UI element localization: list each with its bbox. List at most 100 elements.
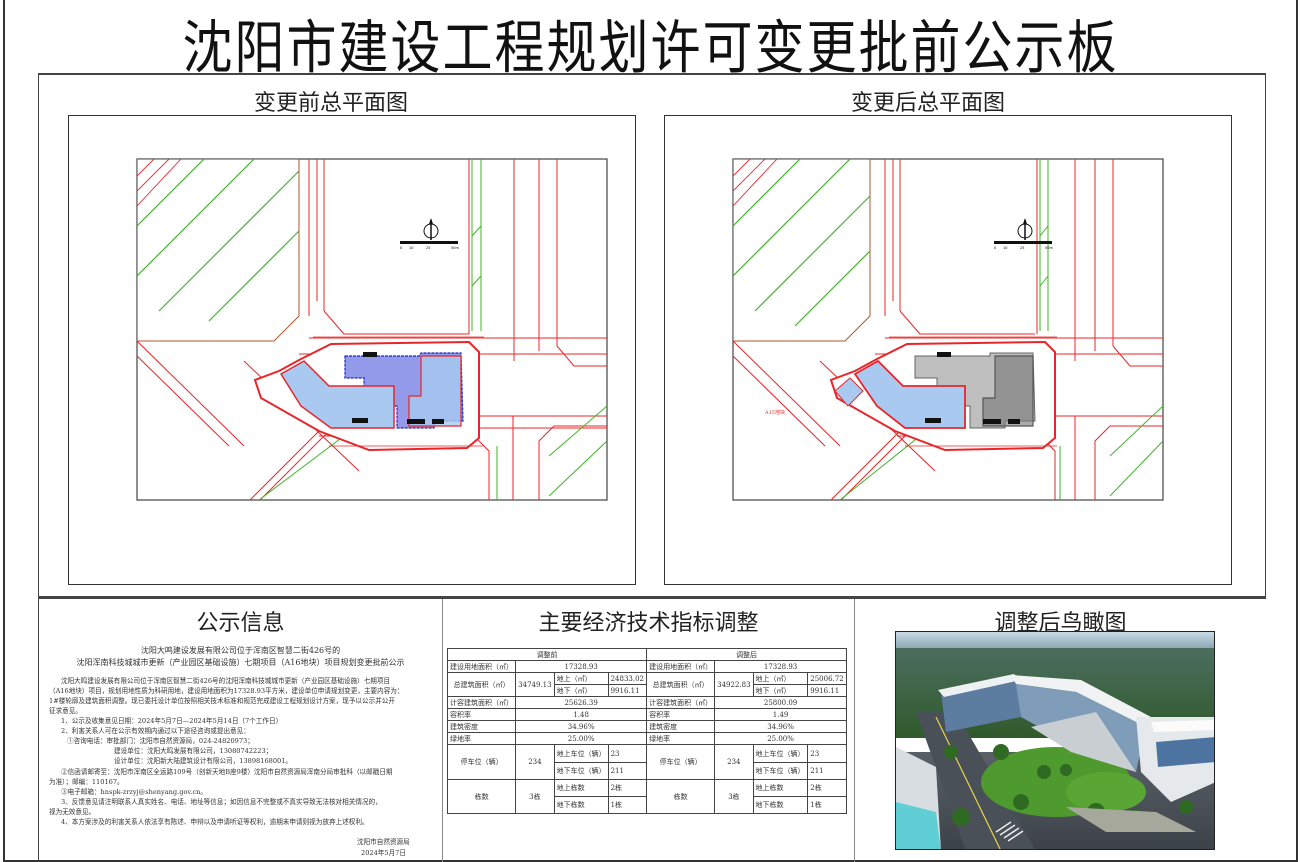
buildings-above-label: 地上栋数 [752,779,809,797]
parking-after: 234 [714,744,754,780]
parking-above-before: 23 [607,744,648,763]
before-site-plan: 0 10 25 50m [68,115,636,585]
table-row: 地下（㎡） 9916.11 地下（㎡） 9916.11 [448,684,847,697]
notice-line: 2、利害关系人可在公示有效期内通过以下途径咨询或提出意见： [61,727,250,735]
buildings-label: 栋数 [646,779,716,814]
svg-text:25: 25 [426,246,430,250]
table-row: 绿地率 25.00% 绿地率 25.00% [446,732,847,745]
total-area-before: 34749.13 [515,672,555,697]
far-area-before: 25626.39 [515,696,648,709]
land-area-label: 建设用地面积（㎡） [646,660,716,673]
notice-title: 公示信息 [196,611,285,636]
table-row: 地下车位（辆） 211 地下车位（辆） 211 [448,762,847,780]
scale-bar: 0 10 25 50m [994,241,1053,250]
density-after: 34.96% [714,720,847,733]
parking-below-label: 地下车位（辆） [553,762,609,780]
parking-above-after: 23 [807,744,847,763]
notice-line: ①咨询电话：审批部门：沈阳市自然资源局，024-24820973； [67,737,254,745]
above-ground-label: 地上（㎡） [553,672,609,685]
total-area-after: 34922.83 [714,672,754,697]
parking-before: 234 [515,744,555,780]
public-notice-panel: 公示信息 沈阳大鸣建设发展有限公司位于浑南区智慧二街426号的 沈阳浑南科技城城… [38,599,443,862]
before-header: 调整前 [446,648,648,661]
svg-text:10: 10 [409,246,413,250]
north-arrow-icon [423,218,439,240]
north-arrow-icon [1017,218,1033,240]
above-ground-after: 25006.72 [807,672,847,685]
bottom-section: 公示信息 沈阳大鸣建设发展有限公司位于浑南区智慧二街426号的 沈阳浑南科技城城… [38,597,1266,862]
board-title: 沈阳市建设工程规划许可变更批前公示板 [182,14,1119,82]
below-ground-label: 地下（㎡） [752,684,809,697]
buildings-after: 3栋 [714,779,754,814]
notice-line: 建设单位：沈阳大鸣发展有限公司，13080742223； [114,747,273,755]
land-area-after: 17328.93 [714,660,847,673]
far-label: 容积率 [646,708,716,721]
after-plan-title: 变更后总平面图 [851,91,1006,116]
svg-text:50m: 50m [1045,246,1053,250]
green-ratio-after: 25.00% [714,732,847,745]
notice-line: （A16地块）项目，规划用地性质为科研用地，建设用地面积为17328.93平方米… [49,687,404,695]
signature-org: 沈阳市自然资源局 [357,838,410,846]
notice-line: 4、本方案涉及的利害关系人依法享有陈述、申辩以及申请听证等权利，逾期未申请则视为… [61,818,369,826]
signature-date: 2024年5月7日 [361,849,406,857]
table-row: 总建筑面积（㎡） 34749.13 地上（㎡） 24833.02 总建筑面积（㎡… [446,672,847,697]
table-row: 建设用地面积（㎡） 17328.93 建设用地面积（㎡） 17328.93 [446,660,847,673]
notice-email: ③电子邮箱：hnspk-zrzyj@shenyang.gov.cn。 [61,788,207,796]
buildings-label: 栋数 [446,779,517,814]
notice-subtitle-1: 沈阳大鸣建设发展有限公司位于浑南区智慧二街426号的 [140,646,341,655]
land-area-label: 建设用地面积（㎡） [446,660,517,673]
table-header-row: 调整前 调整后 [446,648,847,661]
parking-below-label: 地下车位（辆） [752,762,809,780]
scale-bar: 0 10 25 50m [400,241,459,250]
density-label: 建筑密度 [446,720,517,733]
notice-line: 1、公示及收集意见日期：2024年5月7日—2024年5月14日（7个工作日） [61,717,283,725]
far-area-label: 计容建筑面积（㎡） [646,696,716,709]
notice-line: 征求意见。 [49,707,82,715]
total-area-label: 总建筑面积（㎡） [646,672,716,697]
svg-text:0: 0 [994,246,996,250]
svg-text:50m: 50m [451,246,459,250]
table-row: 停车位（辆） 234 地上车位（辆） 23 停车位（辆） 234 地上车位（辆）… [446,744,847,780]
notice-subtitle-2: 沈阳浑南科技城城市更新（产业园区基础设施）七期项目（A16地块）项目规划变更批前… [76,658,405,667]
green-ratio-before: 25.00% [515,732,648,745]
parking-label: 停车位（辆） [446,744,517,780]
after-header: 调整后 [646,648,847,661]
svg-text:10: 10 [1003,246,1007,250]
far-label: 容积率 [446,708,517,721]
parking-above-label: 地上车位（辆） [553,744,609,763]
green-ratio-label: 绿地率 [446,732,517,745]
table-row: 地下栋数 1栋 地下栋数 1栋 [448,796,847,814]
buildings-below-label: 地下栋数 [752,796,809,814]
buildings-above-before: 2栋 [607,779,648,797]
aerial-view-panel: 调整后鸟瞰图 [855,599,1266,862]
buildings-below-after: 1栋 [807,796,847,814]
table-row: 容积率 1.48 容积率 1.49 [446,708,847,721]
svg-text:0: 0 [400,246,402,250]
parking-above-label: 地上车位（辆） [752,744,809,763]
before-plan-title: 变更前总平面图 [254,91,409,116]
svg-text:25: 25 [1020,246,1024,250]
after-site-plan: A15地块 0 10 25 50m [664,115,1232,585]
site-plans-section: 变更前总平面图 [38,73,1266,597]
plot-label: A15地块 [764,409,785,416]
table-row: 计容建筑面积（㎡） 25626.39 计容建筑面积（㎡） 25800.09 [446,696,847,709]
tech-indicators-panel: 主要经济技术指标调整 调整前 调整后 建设用地面积（㎡） 17328.93 建设… [443,599,855,862]
before-site-plan-drawing: 0 10 25 50m [136,158,608,501]
notice-line: 沈阳大鸣建设发展有限公司位于浑南区智慧二街426号的沈阳浑南科技城城市更新（产业… [61,677,391,685]
table-row: 建筑密度 34.96% 建筑密度 34.96% [446,720,847,733]
buildings-below-label: 地下栋数 [553,796,609,814]
density-before: 34.96% [515,720,648,733]
notice-line: 视为无效意见。 [49,808,96,816]
far-after: 1.49 [714,708,847,721]
tech-title: 主要经济技术指标调整 [538,611,759,636]
buildings-above-after: 2栋 [807,779,847,797]
parking-below-before: 211 [607,762,648,780]
parking-below-after: 211 [807,762,847,780]
far-area-after: 25800.09 [714,696,847,709]
above-ground-label: 地上（㎡） [752,672,809,685]
far-area-label: 计容建筑面积（㎡） [446,696,517,709]
notice-line: 1#楼轮廓及建筑面积调整。现已委托设计单位按照相关技术标准和规范完成建设工程规划… [49,697,395,705]
aerial-rendering-image [895,631,1215,850]
buildings-below-before: 1栋 [607,796,648,814]
buildings-above-label: 地上栋数 [553,779,609,797]
